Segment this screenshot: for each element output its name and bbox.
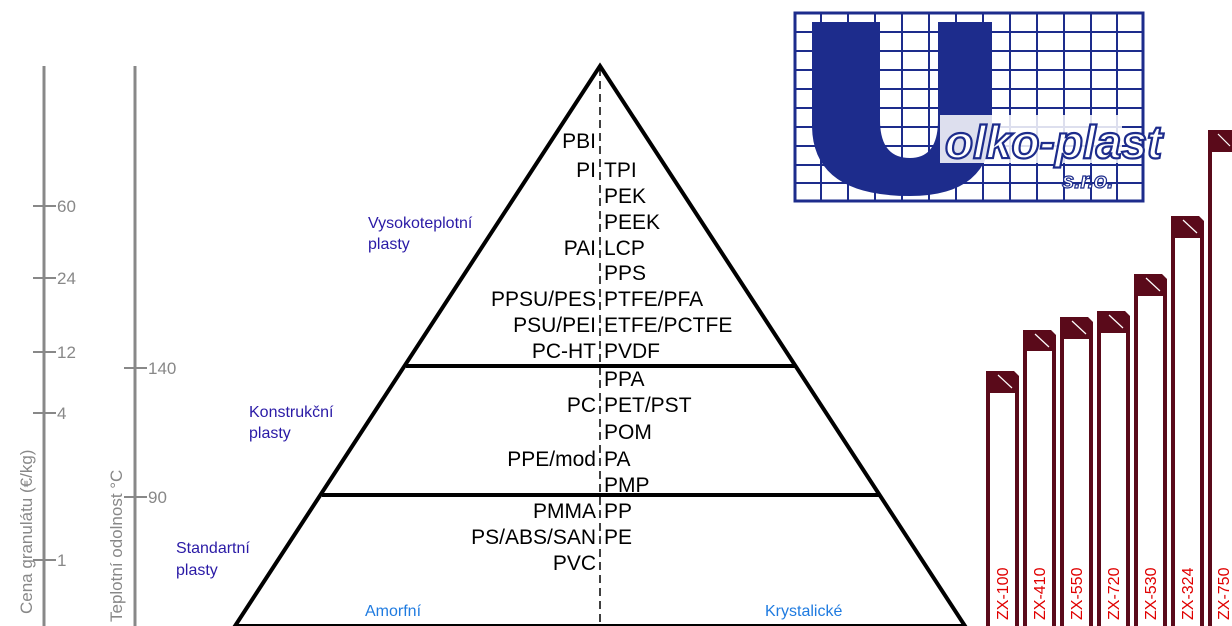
grade-label: ZX-720 [1106, 567, 1123, 620]
polymer-label-crystalline: PEEK [604, 211, 660, 234]
grade-bars: ZX-100 ZX-410 ZX-550 ZX-720 ZX-530 [986, 130, 1232, 626]
temperature-tick-label: 140 [148, 359, 176, 378]
polymer-label-crystalline: PPS [604, 262, 646, 285]
grade-bar: ZX-750 [1208, 130, 1232, 626]
polymer-label-crystalline: LCP [604, 237, 645, 260]
polymer-label-crystalline: PEK [604, 185, 646, 208]
polymer-label-amorphous: PAI [564, 237, 596, 260]
logo-text: olko-plast [945, 116, 1164, 168]
price-tick-label: 12 [57, 343, 76, 362]
grade-bar: ZX-550 [1060, 317, 1093, 626]
polymer-label-crystalline: PA [604, 448, 630, 471]
group-label-standard: plasty [176, 562, 218, 579]
price-axis-title: Cena granulátu (€/kg) [17, 450, 36, 614]
grade-label: ZX-324 [1180, 567, 1197, 620]
pyramid-outline [232, 62, 968, 626]
polymer-label-amorphous: PC [567, 394, 596, 417]
grade-bar: ZX-720 [1097, 311, 1130, 626]
grade-label: ZX-750 [1216, 567, 1232, 620]
polymer-label-crystalline: PPA [604, 368, 644, 391]
price-tick-label: 1 [57, 551, 66, 570]
crystalline-label: Krystalické [765, 603, 842, 620]
group-label-construction: Konstrukční [249, 404, 334, 421]
group-label-standard: Standartní [176, 540, 250, 557]
polymer-label-amorphous: PVC [553, 552, 596, 575]
polymer-label-crystalline: ETFE/PCTFE [604, 314, 732, 337]
polymer-label-amorphous: PMMA [533, 500, 596, 523]
grade-label: ZX-100 [995, 567, 1012, 620]
polymer-label-amorphous: PI [576, 159, 596, 182]
grade-bar: ZX-100 [986, 371, 1019, 626]
polymer-label-crystalline: PMP [604, 474, 650, 497]
price-axis: 60 24 12 4 1 Cena granulátu (€/kg) [17, 66, 76, 626]
grade-label: ZX-410 [1032, 567, 1049, 620]
grade-label: ZX-530 [1143, 567, 1160, 620]
polymer-label-crystalline: PP [604, 500, 632, 523]
grade-bar: ZX-530 [1134, 274, 1167, 626]
pyramid: Vysokoteplotní plasty Konstrukční plasty… [176, 62, 968, 626]
polymer-label-crystalline: PVDF [604, 340, 660, 363]
temperature-axis: 140 90 Teplotní odolnost °C [107, 66, 176, 626]
polymer-label-crystalline: PET/PST [604, 394, 692, 417]
grade-bar: ZX-324 [1171, 216, 1204, 626]
polymer-label-crystalline: TPI [604, 159, 637, 182]
logo-text-backdrop [940, 115, 1122, 163]
price-tick-label: 4 [57, 404, 66, 423]
temperature-axis-title: Teplotní odolnost °C [107, 470, 126, 622]
company-logo: olko-plast s.r.o. [793, 11, 1165, 203]
amorphous-label: Amorfní [365, 603, 422, 620]
price-tick-label: 24 [57, 269, 76, 288]
price-tick-label: 60 [57, 197, 76, 216]
polymer-label-amorphous: PBI [562, 130, 596, 153]
group-label-high: Vysokoteplotní [368, 215, 473, 232]
polymer-label-amorphous: PC-HT [532, 340, 596, 363]
polymer-label-crystalline: PTFE/PFA [604, 288, 703, 311]
polymer-label-crystalline: POM [604, 421, 652, 444]
group-label-high: plasty [368, 236, 410, 253]
polymer-label-amorphous: PS/ABS/SAN [471, 526, 596, 549]
temperature-tick-label: 90 [148, 488, 167, 507]
group-label-construction: plasty [249, 425, 291, 442]
grade-label: ZX-550 [1069, 567, 1086, 620]
polymer-label-crystalline: PE [604, 526, 632, 549]
polymer-label-amorphous: PPE/mod [507, 448, 596, 471]
polymer-label-amorphous: PSU/PEI [513, 314, 596, 337]
grade-bar: ZX-410 [1023, 330, 1056, 626]
logo-suffix: s.r.o. [1062, 168, 1113, 193]
polymer-label-amorphous: PPSU/PES [491, 288, 596, 311]
